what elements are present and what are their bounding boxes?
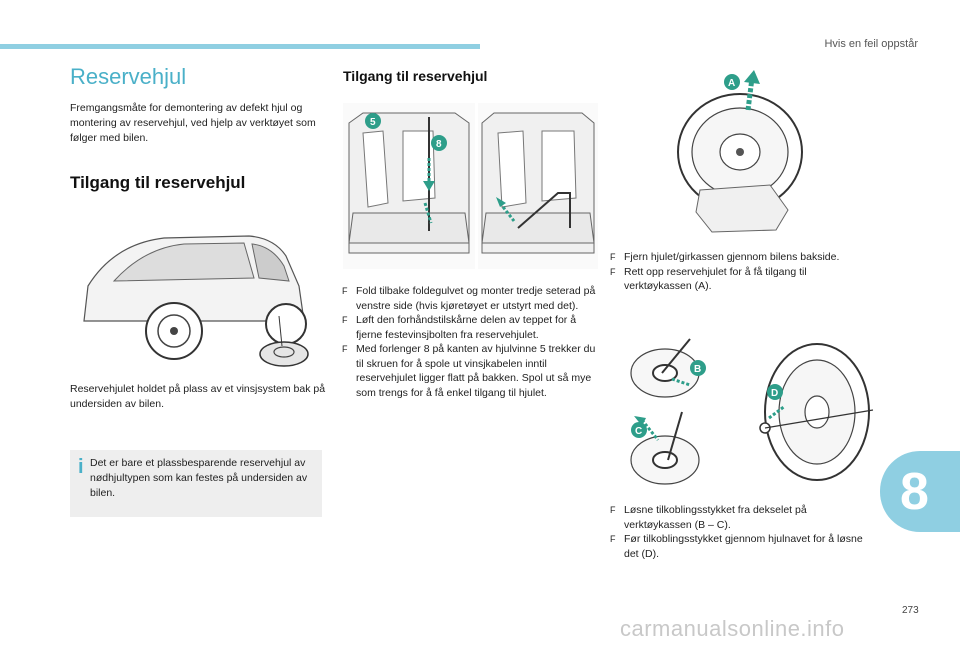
header-bar: [0, 44, 480, 49]
running-header: Hvis en feil oppstår: [824, 38, 918, 50]
car-illustration: [83, 235, 309, 367]
note-text: Det er bare et plassbesparende reservehj…: [90, 457, 308, 499]
trunk-illustration-1: 5 8: [343, 103, 475, 269]
detail-illustration-c: C: [630, 411, 700, 485]
checkbox-icon: F: [342, 315, 348, 325]
chapter-number: 8: [900, 463, 929, 521]
intro-text: Fremgangsmåte for demontering av defekt …: [70, 102, 316, 144]
label-8: 8: [436, 139, 442, 150]
checkbox-icon: F: [610, 266, 616, 277]
label-D: D: [771, 388, 778, 399]
checkbox-icon: F: [610, 534, 616, 544]
label-C: C: [635, 426, 642, 437]
checkbox-icon: F: [342, 286, 348, 296]
label-5: 5: [370, 117, 376, 128]
car-caption: Reservehjulet holdet på plass av et vins…: [70, 383, 326, 410]
page-number: 273: [902, 605, 919, 616]
watermark: carmanualsonline.info: [620, 616, 845, 641]
checkbox-icon: F: [610, 505, 616, 515]
info-note: i Det er bare et plassbesparende reserve…: [70, 450, 322, 517]
section-heading-left: Tilgang til reservehjul: [70, 173, 246, 192]
checkbox-icon: F: [610, 252, 616, 262]
chapter-tab: 8: [880, 451, 960, 532]
label-B: B: [694, 364, 701, 375]
info-icon: i: [78, 456, 84, 478]
checkbox-icon: F: [342, 344, 348, 354]
page-title: Reservehjul: [70, 64, 187, 89]
detail-illustration-b: B: [630, 338, 706, 398]
trunk-illustration-2: [478, 103, 598, 269]
label-A: A: [728, 78, 735, 89]
spare-wheel-illustration: A: [677, 70, 803, 233]
detail-illustration-d: D: [759, 343, 874, 481]
section-heading-middle: Tilgang til reservehjul: [343, 68, 488, 84]
